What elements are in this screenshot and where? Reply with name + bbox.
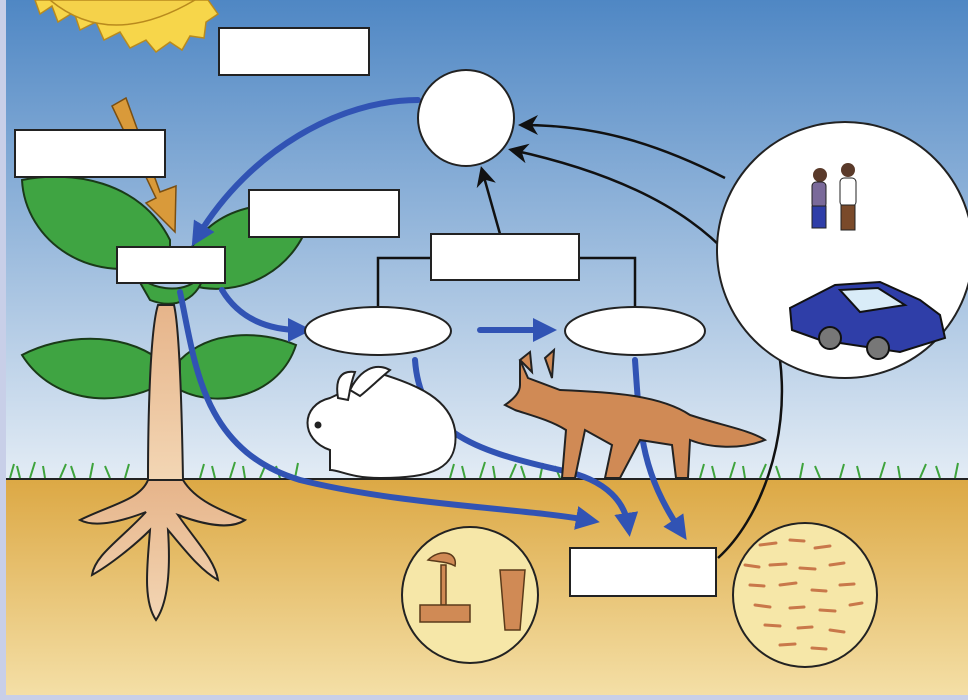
carnivore-oval [565,307,705,355]
co2-circle [418,70,514,166]
consumers-label-box[interactable] [430,233,580,281]
light-label-box[interactable] [14,129,166,178]
sun-label-box[interactable] [218,27,370,76]
decomposers-label-box[interactable] [569,547,717,597]
leaf-label-box[interactable] [248,189,400,238]
herbivore-oval [305,307,451,355]
bacteria-circle [733,523,877,667]
plant-label-box[interactable] [116,246,226,284]
